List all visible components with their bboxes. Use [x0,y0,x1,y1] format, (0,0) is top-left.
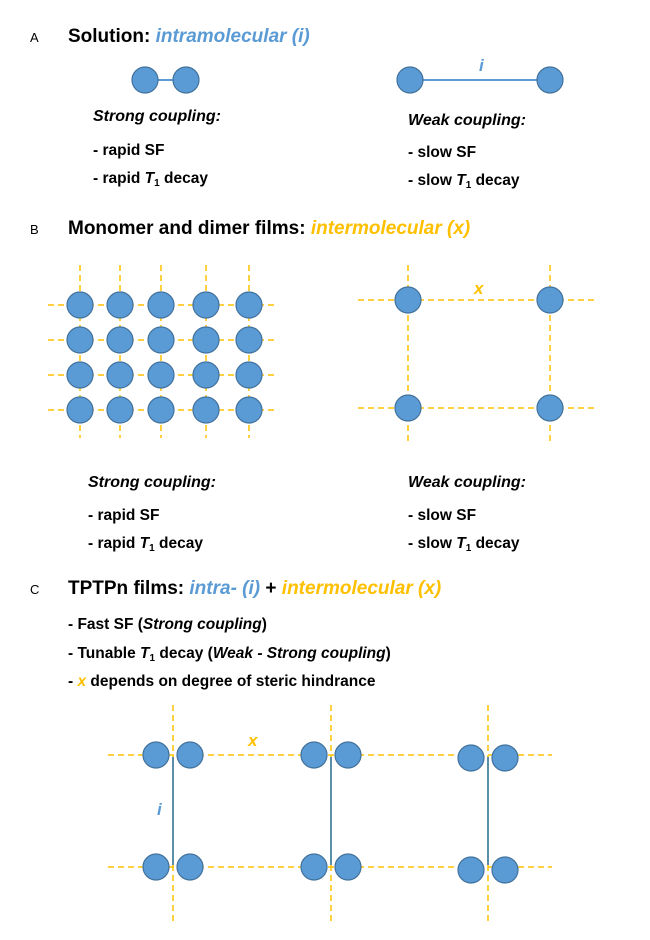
panel-a-strong-line2-suffix: decay [159,170,208,187]
panel-c-bullet-2-italic: Weak - Strong coupling [212,645,386,662]
panel-b-sparse-grid: x [358,265,598,443]
panel-b-weak-line1: - slow SF [408,507,477,524]
panel-c-bullet-3-prefix: - [68,673,78,690]
panel-c-label-i: i [157,800,163,819]
panel-a-weak-line2-suffix: decay [471,172,520,189]
panel-c-heading-prefix: TPTPn films: [68,578,185,599]
panel-b-strong-line1: - rapid SF [88,507,160,524]
panel-b-strong-line2-suffix: decay [154,535,203,552]
molecule-circle [536,66,564,94]
panel-a-weak-title: Weak coupling: [408,112,526,129]
panel-c-letter: C [30,582,40,597]
panel-c-bullet-1-prefix: - Fast SF ( [68,616,143,633]
panel-b-heading-prefix: Monomer and dimer films: [68,218,306,239]
panel-c-bullet-1: - Fast SF (Strong coupling) [68,616,267,634]
panel-a-strong-dimer [131,66,200,94]
panel-b-strong-sub: 1 [149,543,155,554]
panel-b-link-label: x [473,279,485,298]
molecule-circle [131,66,159,94]
panel-c-bullet-1-italic: Strong coupling [142,616,262,633]
panel-b-strong-line2: - rapid T1 decay [88,535,203,554]
panel-a-strong-line1: - rapid SF [93,142,165,159]
molecule-pairs [142,741,519,884]
panel-b-weak-sub: 1 [465,543,472,554]
panel-a-weak-line1: - slow SF [408,144,477,161]
intra-bonds [172,757,489,865]
panel-c-bullet-2-t: T [140,645,150,662]
panel-c-heading-plus: + [265,578,277,599]
panel-c-heading-intra: intra- (i) [189,578,261,599]
panel-b-weak-line2-suffix: decay [471,535,520,552]
panel-c-bullet-2-mid: decay ( [155,645,213,662]
panel-b-strong-line2-prefix: - rapid [88,535,140,552]
panel-b-strong-title: Strong coupling: [88,474,216,491]
panel-c-label-x: x [247,731,259,750]
panel-c-bullet-2: - Tunable T1 decay (Weak - Strong coupli… [68,645,391,664]
panel-a-weak-line2: - slow T1 decay [408,172,520,191]
panel-a-link-label: i [479,56,485,75]
panel-a-strong-sub: 1 [154,178,160,189]
panel-c-bullet-1-suffix: ) [261,616,267,633]
molecule-circle [172,66,200,94]
panel-c-bullet-3: - x depends on degree of steric hindranc… [68,673,376,691]
panel-a-heading-highlight: intramolecular (i) [155,26,310,47]
panel-a-strong-t: T [144,170,155,187]
panel-c-bullet-3-suffix: depends on degree of steric hindrance [86,673,376,690]
panel-b-weak-t: T [456,535,466,552]
panel-a-strong-title: Strong coupling: [93,108,221,125]
panel-b-heading: Monomer and dimer films: intermolecular … [68,218,470,240]
panel-b-letter: B [30,222,39,237]
panel-b-heading-highlight: intermolecular (x) [310,218,471,239]
panel-b-strong-t: T [139,535,150,552]
panel-c-heading: TPTPn films: intra- (i) + intermolecular… [68,578,441,600]
panel-c-bullet-2-sub: 1 [149,653,156,664]
panel-b-dense-grid [48,265,278,438]
panel-a-heading-prefix: Solution: [68,26,151,47]
panel-c-diagram: x i [108,705,552,925]
panel-a-weak-dimer: i [396,56,564,94]
panel-a-strong-line2: - rapid T1 decay [93,170,208,189]
panel-a-heading: Solution: intramolecular (i) [68,26,310,48]
panel-a-weak-line2-prefix: - slow [408,172,457,189]
panel-a-strong-line2-prefix: - rapid [93,170,145,187]
panel-c-bullet-2-suffix: ) [385,645,391,662]
panel-c-bullet-3-x: x [77,673,87,690]
panel-c-bullet-2-prefix: - Tunable [68,645,141,662]
panel-b-weak-line2: - slow T1 decay [408,535,520,554]
panel-a-weak-sub: 1 [465,180,472,191]
panel-a-weak-t: T [456,172,466,189]
panel-a-letter: A [30,30,39,45]
molecule-grid [394,286,564,422]
panel-b-weak-title: Weak coupling: [408,474,526,491]
panel-c-heading-inter: intermolecular (x) [281,578,442,599]
molecule-circle [396,66,424,94]
molecule-grid [66,291,263,424]
panel-b-weak-line2-prefix: - slow [408,535,457,552]
